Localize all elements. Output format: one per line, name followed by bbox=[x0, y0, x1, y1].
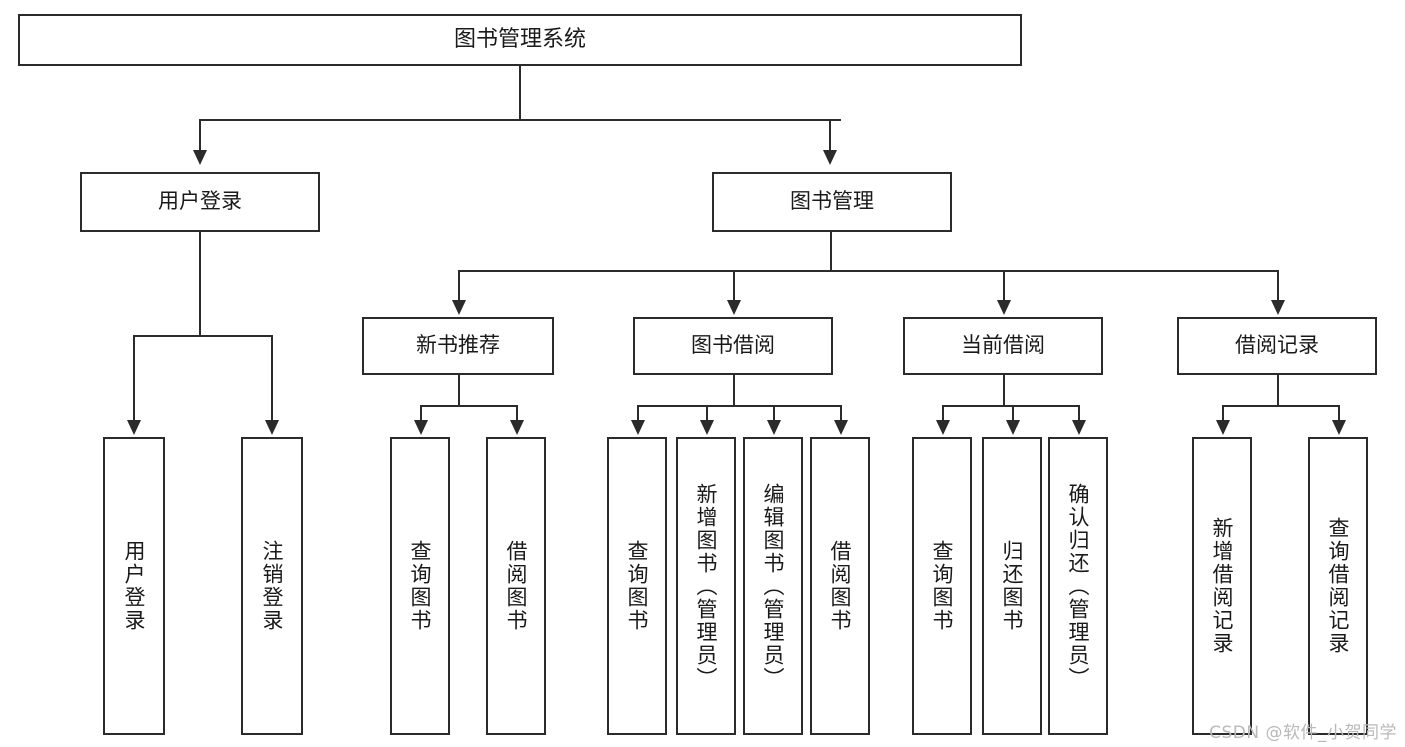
arrow-to-user-login-leaf bbox=[127, 420, 141, 435]
node-label: 用户登录 bbox=[122, 540, 146, 632]
leaf-book-borrow-edit-book[interactable]: 编辑图书（管理员） bbox=[743, 437, 803, 735]
edge-level2-drop-1 bbox=[458, 270, 460, 302]
leaf-book-borrow-borrow-book[interactable]: 借阅图书 bbox=[810, 437, 870, 735]
leaf-new-book-borrow-book[interactable]: 借阅图书 bbox=[486, 437, 546, 735]
edge-level2-bus bbox=[458, 270, 1278, 272]
edge-borrow-record-bus bbox=[1222, 405, 1340, 407]
node-label: 确认归还（管理员） bbox=[1066, 482, 1090, 690]
arrow-to-borrow-record-leaf-2 bbox=[1332, 420, 1346, 435]
edge-current-borrow-drop-1 bbox=[942, 405, 944, 422]
node-label: 用户登录 bbox=[158, 189, 242, 214]
edge-book-borrow-drop-4 bbox=[840, 405, 842, 422]
arrow-to-borrow-record-leaf-1 bbox=[1216, 420, 1230, 435]
node-borrow-record[interactable]: 借阅记录 bbox=[1177, 317, 1377, 375]
node-book-management[interactable]: 图书管理 bbox=[712, 172, 952, 232]
leaf-borrow-record-query-record[interactable]: 查询借阅记录 bbox=[1308, 437, 1368, 735]
arrow-to-current-borrow-leaf-1 bbox=[936, 420, 950, 435]
edge-level2-drop-2 bbox=[733, 270, 735, 302]
node-label: 查询图书 bbox=[930, 540, 954, 632]
node-label: 新增图书（管理员） bbox=[694, 482, 718, 690]
leaf-current-borrow-query-book[interactable]: 查询图书 bbox=[912, 437, 972, 735]
edge-book-borrow-drop-2 bbox=[706, 405, 708, 422]
arrow-to-current-borrow bbox=[997, 300, 1011, 315]
leaf-book-borrow-add-book[interactable]: 新增图书（管理员） bbox=[676, 437, 736, 735]
node-label: 编辑图书（管理员） bbox=[761, 482, 785, 690]
node-new-book-recommend[interactable]: 新书推荐 bbox=[362, 317, 554, 375]
node-label: 查询图书 bbox=[408, 540, 432, 632]
node-label: 新书推荐 bbox=[416, 333, 500, 358]
leaf-new-book-query-book[interactable]: 查询图书 bbox=[390, 437, 450, 735]
edge-level1-drop-left bbox=[199, 119, 201, 152]
arrow-to-logout-leaf bbox=[265, 420, 279, 435]
node-label: 查询借阅记录 bbox=[1326, 517, 1350, 655]
node-label: 图书借阅 bbox=[691, 333, 775, 358]
arrow-to-book-borrow bbox=[727, 300, 741, 315]
node-label: 当前借阅 bbox=[961, 333, 1045, 358]
leaf-borrow-record-add-record[interactable]: 新增借阅记录 bbox=[1192, 437, 1252, 735]
node-label: 查询图书 bbox=[625, 540, 649, 632]
edge-user-login-bus bbox=[133, 335, 273, 337]
arrow-to-book-borrow-leaf-3 bbox=[767, 420, 781, 435]
node-label: 图书管理 bbox=[790, 189, 874, 214]
arrow-to-current-borrow-leaf-2 bbox=[1006, 420, 1020, 435]
node-book-borrow[interactable]: 图书借阅 bbox=[633, 317, 833, 375]
node-current-borrow[interactable]: 当前借阅 bbox=[903, 317, 1103, 375]
edge-level1-drop-right bbox=[829, 119, 831, 152]
edge-book-management-stem bbox=[830, 232, 832, 271]
edge-new-book-bus bbox=[420, 405, 518, 407]
node-user-login[interactable]: 用户登录 bbox=[80, 172, 320, 232]
node-label: 注销登录 bbox=[260, 540, 284, 632]
edge-borrow-record-drop-1 bbox=[1222, 405, 1224, 422]
edge-current-borrow-stem bbox=[1003, 375, 1005, 407]
leaf-book-borrow-query-book[interactable]: 查询图书 bbox=[607, 437, 667, 735]
arrow-to-book-borrow-leaf-2 bbox=[700, 420, 714, 435]
arrow-to-new-book-leaf-1 bbox=[414, 420, 428, 435]
leaf-current-borrow-confirm-return[interactable]: 确认归还（管理员） bbox=[1048, 437, 1108, 735]
edge-book-borrow-bus bbox=[637, 405, 842, 407]
arrow-to-current-borrow-leaf-3 bbox=[1072, 420, 1086, 435]
edge-new-book-stem bbox=[458, 375, 460, 407]
edge-level1-bus bbox=[199, 119, 841, 121]
node-root-book-management-system[interactable]: 图书管理系统 bbox=[18, 14, 1022, 66]
edge-user-login-drop-2 bbox=[271, 335, 273, 422]
edge-book-borrow-drop-1 bbox=[637, 405, 639, 422]
edge-user-login-drop-1 bbox=[133, 335, 135, 422]
node-label: 借阅记录 bbox=[1235, 333, 1319, 358]
node-label: 归还图书 bbox=[1000, 540, 1024, 632]
node-label: 借阅图书 bbox=[828, 540, 852, 632]
edge-book-borrow-stem bbox=[733, 375, 735, 407]
node-label: 图书管理系统 bbox=[453, 26, 586, 52]
arrow-to-user-login bbox=[193, 150, 207, 165]
edge-new-book-drop-1 bbox=[420, 405, 422, 422]
arrow-to-book-borrow-leaf-1 bbox=[631, 420, 645, 435]
edge-book-borrow-drop-3 bbox=[773, 405, 775, 422]
edge-current-borrow-drop-3 bbox=[1078, 405, 1080, 422]
edge-level2-drop-3 bbox=[1003, 270, 1005, 302]
edge-current-borrow-bus bbox=[942, 405, 1080, 407]
edge-current-borrow-drop-2 bbox=[1012, 405, 1014, 422]
edge-level2-drop-4 bbox=[1277, 270, 1279, 302]
arrow-to-borrow-record bbox=[1271, 300, 1285, 315]
watermark: CSDN @软件_小贺同学 bbox=[1209, 723, 1397, 743]
node-label: 新增借阅记录 bbox=[1210, 517, 1234, 655]
leaf-current-borrow-return-book[interactable]: 归还图书 bbox=[982, 437, 1042, 735]
edge-root-stem bbox=[519, 66, 521, 120]
leaf-logout[interactable]: 注销登录 bbox=[241, 437, 303, 735]
node-label: 借阅图书 bbox=[504, 540, 528, 632]
leaf-user-login[interactable]: 用户登录 bbox=[103, 437, 165, 735]
arrow-to-book-borrow-leaf-4 bbox=[834, 420, 848, 435]
arrow-to-new-book-recommend bbox=[452, 300, 466, 315]
edge-borrow-record-drop-2 bbox=[1338, 405, 1340, 422]
arrow-to-book-management bbox=[823, 150, 837, 165]
arrow-to-new-book-leaf-2 bbox=[510, 420, 524, 435]
edge-new-book-drop-2 bbox=[516, 405, 518, 422]
edge-user-login-stem bbox=[199, 232, 201, 336]
edge-borrow-record-stem bbox=[1277, 375, 1279, 407]
